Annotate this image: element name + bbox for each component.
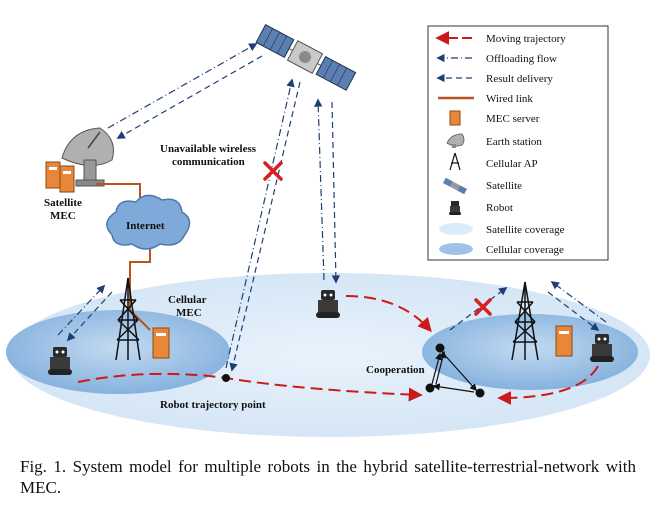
legend-symbol-satellite-icon (442, 177, 468, 195)
satellite-mec-label-1: Satellite (44, 197, 82, 209)
cellular-mec-server-icon (152, 327, 170, 359)
unavailable-cross-icon (263, 161, 283, 181)
moving-trajectory-center (345, 295, 432, 333)
legend-label-moving-trajectory: Moving trajectory (486, 33, 566, 45)
legend-label-cellular-ap: Cellular AP (486, 158, 538, 170)
moving-trajectory-right (497, 365, 599, 405)
unavailable-label-2: communication (172, 156, 245, 168)
legend-symbol-mec-server-icon (449, 110, 461, 126)
offloading-flow-center-robot-to-sat (314, 98, 325, 281)
offloading-flow-coop-to-ap (449, 286, 508, 331)
offloading-flow-earth-to-sat (107, 43, 258, 129)
figure-caption: Fig. 1. System model for multiple robots… (20, 457, 636, 497)
cooperation-group (431, 350, 477, 393)
robot-center-icon (316, 290, 340, 318)
satellite-mec-server-icon (45, 161, 75, 193)
cellular-coverage-left (6, 310, 230, 394)
internet-cloud-icon (106, 194, 191, 250)
legend-label-result-delivery: Result delivery (486, 73, 553, 85)
robot-trajectory-point (222, 374, 230, 382)
cellular-mec-label-2: MEC (176, 307, 202, 319)
legend-label-offloading-flow: Offloading flow (486, 53, 557, 65)
wired-link-internet-cellular (129, 246, 151, 331)
legend-label-cellular-coverage: Cellular coverage (486, 244, 564, 256)
legend-symbol-earth-station-icon (446, 133, 465, 148)
trajectory-point-label: Robot trajectory point (160, 399, 266, 411)
legend-symbol-cellular-ap-icon (449, 152, 461, 171)
legend-label-mec-server: MEC server (486, 113, 540, 125)
robot-left-icon (48, 347, 72, 375)
offloading-flow-right-robot-to-ap (550, 281, 607, 323)
earth-station-icon (61, 127, 114, 187)
legend-symbol-satellite-coverage (439, 223, 473, 235)
right-mec-server-icon (555, 325, 573, 357)
cellular-ap-right-icon (511, 281, 539, 361)
system-model-figure: Satellite MEC Internet Cellular MEC (6, 24, 650, 437)
offloading-flow-left-robot-to-ap (57, 284, 106, 336)
unavailable-label-1: Unavailable wireless (160, 143, 257, 155)
satellite-icon (255, 24, 357, 91)
result-delivery-ap-to-left-robot (66, 291, 113, 342)
legend: Moving trajectory Offloading flow Result… (435, 31, 566, 256)
cellular-mec-label-1: Cellular (168, 294, 207, 306)
legend-label-robot: Robot (486, 202, 513, 214)
cellular-coverage-right (422, 314, 638, 390)
cooperation-label: Cooperation (366, 364, 425, 376)
legend-label-satellite: Satellite (486, 180, 522, 192)
legend-symbol-robot-icon (449, 201, 461, 215)
legend-label-wired-link: Wired link (486, 93, 533, 105)
satellite-mec-label-2: MEC (50, 210, 76, 222)
legend-label-earth-station: Earth station (486, 136, 542, 148)
result-delivery-ap-to-right-robot (547, 291, 600, 332)
cooperation-node-1 (435, 343, 445, 353)
result-delivery-sat-to-center-robot (331, 101, 341, 284)
robot-right-icon (590, 334, 614, 362)
legend-symbol-cellular-coverage (439, 243, 473, 255)
cooperation-node-2 (425, 383, 435, 393)
result-delivery-sat-to-earth (116, 55, 263, 139)
cellular-ap-left-icon (115, 277, 141, 361)
legend-label-satellite-coverage: Satellite coverage (486, 224, 565, 236)
unavailable-cross-right-icon (474, 298, 492, 316)
internet-label: Internet (126, 220, 165, 232)
cooperation-node-3 (475, 388, 485, 398)
